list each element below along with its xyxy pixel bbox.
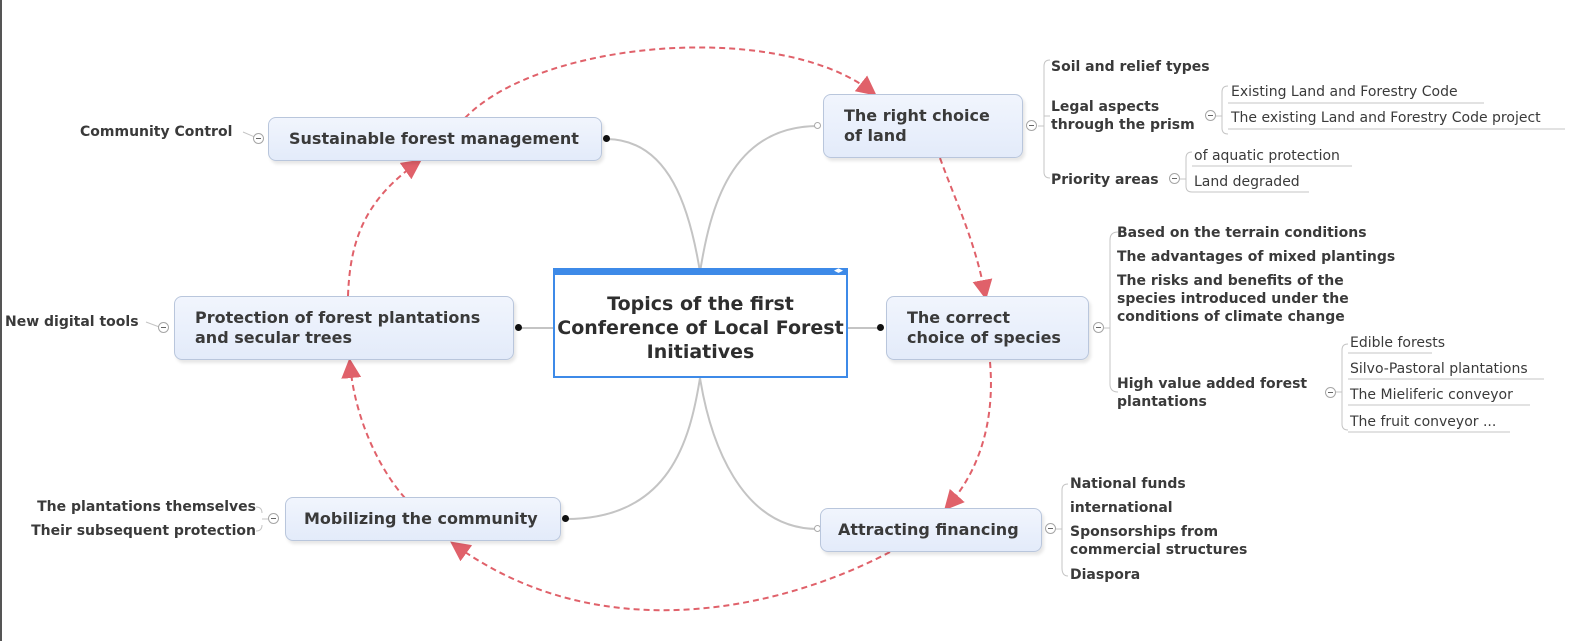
leaf-mieliferic-conveyor[interactable]: The Mieliferic conveyor: [1350, 387, 1513, 403]
branch-land: [699, 125, 819, 273]
topic-label: The right choice of land: [844, 106, 990, 145]
subtopic-mixed-plantings[interactable]: The advantages of mixed plantings: [1117, 249, 1396, 265]
topic-label: Mobilizing the community: [304, 509, 538, 528]
subtopic-legal-aspects[interactable]: Legal aspects through the prism: [1051, 99, 1195, 133]
collapse-species-button[interactable]: [1093, 322, 1104, 333]
central-topic-title: Topics of the first Conference of Local …: [557, 293, 844, 363]
topic-right-choice-of-land[interactable]: The right choice of land: [823, 94, 1023, 158]
branch-sustainable: [606, 138, 701, 273]
main-branches: [519, 125, 881, 530]
subtopic-soil-relief[interactable]: Soil and relief types: [1051, 59, 1210, 75]
leaf-existing-code-project[interactable]: The existing Land and Forestry Code proj…: [1231, 110, 1541, 126]
branch-dot-sustainable: [603, 135, 610, 142]
leaf-fruit-conveyor[interactable]: The fruit conveyor ...: [1350, 414, 1497, 430]
branch-dot-land: [814, 122, 821, 129]
topic-label: Attracting financing: [838, 520, 1019, 539]
subtopic-plantations-themselves[interactable]: The plantations themselves: [37, 499, 256, 515]
subtopic-terrain-conditions[interactable]: Based on the terrain conditions: [1117, 225, 1367, 241]
collapse-land-button[interactable]: [1026, 120, 1037, 131]
rel-financing-to-community: [450, 541, 891, 612]
collapse-legal-button[interactable]: [1205, 110, 1216, 121]
collapse-protection-button[interactable]: [158, 322, 169, 333]
leaf-edible-forests[interactable]: Edible forests: [1350, 335, 1446, 351]
topic-attracting-financing[interactable]: Attracting financing: [820, 508, 1042, 552]
subtopic-sponsorships[interactable]: Sponsorships from commercial structures: [1070, 524, 1248, 558]
subtopic-high-value-plantations[interactable]: High value added forest plantations: [1117, 376, 1308, 410]
topic-mobilizing-the-community[interactable]: Mobilizing the community: [285, 497, 561, 541]
subtopic-subsequent-protection[interactable]: Their subsequent protection: [31, 523, 256, 539]
collapse-financing-button[interactable]: [1045, 523, 1056, 534]
branch-dot-species: [877, 324, 884, 331]
leaf-silvo-pastoral[interactable]: Silvo-Pastoral plantations: [1350, 361, 1528, 377]
topic-sustainable-forest-management[interactable]: Sustainable forest management: [268, 117, 602, 161]
topic-correct-choice-of-species[interactable]: The correct choice of species: [886, 296, 1089, 360]
subtopic-international[interactable]: international: [1070, 500, 1173, 516]
branch-community: [565, 377, 701, 520]
collapse-community-button[interactable]: [268, 513, 279, 524]
topic-label: The correct choice of species: [907, 308, 1061, 347]
rel-species-to-financing: [944, 361, 992, 511]
subtopic-diaspora[interactable]: Diaspora: [1070, 567, 1141, 583]
subtopic-priority-areas[interactable]: Priority areas: [1051, 172, 1159, 188]
selection-bar: ◂▸: [555, 266, 846, 276]
resize-arrows-icon[interactable]: ◂▸: [833, 266, 843, 276]
collapse-priority-button[interactable]: [1169, 173, 1180, 184]
rel-protection-to-sustainable: [347, 159, 422, 297]
subtopic-community-control[interactable]: Community Control: [80, 124, 233, 140]
collapse-sustainable-button[interactable]: [253, 133, 264, 144]
rel-community-to-protection: [341, 358, 406, 499]
subtopic-digital-tools[interactable]: New digital tools: [5, 314, 139, 330]
leaf-existing-code[interactable]: Existing Land and Forestry Code: [1231, 84, 1458, 100]
window-left-border: [0, 0, 2, 641]
topic-protection-of-forest-plantations[interactable]: Protection of forest plantations and sec…: [174, 296, 514, 360]
collapse-high-value-button[interactable]: [1325, 387, 1336, 398]
leaf-land-degraded[interactable]: Land degraded: [1194, 174, 1300, 190]
topic-label: Sustainable forest management: [289, 129, 579, 148]
leaf-aquatic-protection[interactable]: of aquatic protection: [1194, 148, 1340, 164]
rel-land-to-species: [939, 157, 993, 300]
subtopic-national-funds[interactable]: National funds: [1070, 476, 1186, 492]
branch-dot-community: [562, 515, 569, 522]
relationship-arrows: [341, 46, 993, 612]
subtopic-connectors: [145, 59, 1565, 577]
branch-financing: [699, 377, 819, 530]
branch-dot-protection: [515, 324, 522, 331]
subtopic-risks-benefits[interactable]: The risks and benefits of the species in…: [1117, 273, 1349, 325]
rel-sustainable-to-land: [464, 46, 877, 119]
central-topic[interactable]: ◂▸ Topics of the first Conference of Loc…: [553, 266, 848, 378]
topic-label: Protection of forest plantations and sec…: [195, 308, 481, 347]
